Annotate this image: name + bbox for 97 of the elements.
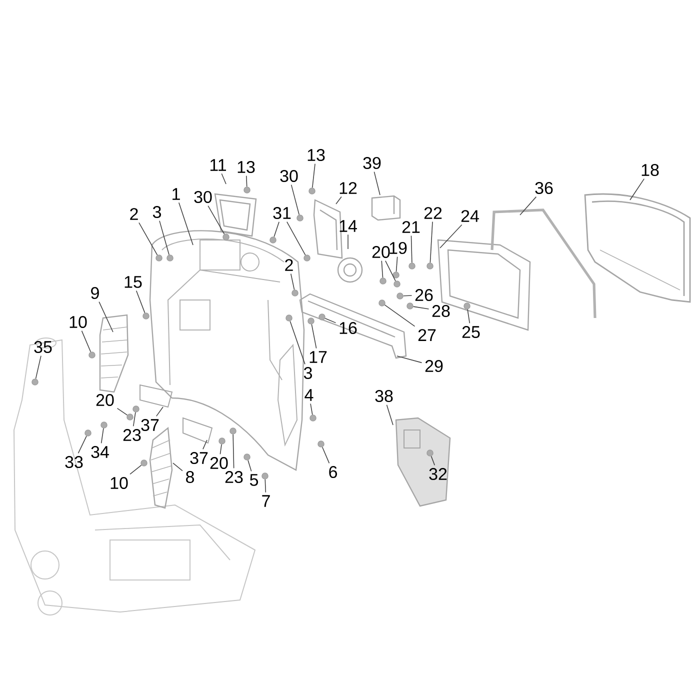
callout-number: 35	[34, 341, 52, 353]
callout-number: 32	[429, 468, 447, 480]
callout-number: 8	[186, 471, 194, 484]
leader-line	[430, 456, 436, 466]
callout-number: 18	[642, 164, 659, 176]
callout-number: 28	[432, 305, 450, 317]
leader-line	[132, 412, 136, 427]
leader-line	[98, 301, 114, 332]
callout-number: 37	[190, 452, 208, 464]
leader-line	[290, 273, 295, 290]
leader-line	[630, 178, 645, 200]
callout-number: 25	[462, 326, 480, 338]
callout-number: 6	[329, 466, 337, 478]
leader-line	[467, 308, 470, 324]
leader-line	[35, 355, 42, 380]
callout-number: 4	[304, 389, 314, 401]
callout-number: 1	[172, 188, 180, 200]
leader-line	[381, 260, 384, 278]
leader-line	[286, 221, 306, 256]
callout-number: 11	[210, 159, 226, 171]
leader-line	[130, 464, 142, 475]
callout-number: 24	[461, 210, 479, 222]
callout-number: 36	[535, 182, 553, 194]
callout-number: 22	[424, 207, 442, 219]
leader-line	[403, 295, 412, 296]
leader-line	[520, 196, 537, 216]
leader-line	[324, 318, 336, 324]
leader-line	[440, 224, 462, 248]
callout-number: 2	[285, 259, 293, 271]
callout-number: 20	[96, 394, 114, 406]
callout-number: 33	[65, 456, 83, 468]
leader-line	[384, 304, 416, 327]
callout-number: 15	[124, 276, 142, 288]
callout-number: 30	[280, 170, 298, 182]
leader-line	[246, 175, 248, 187]
callout-number: 9	[91, 287, 99, 299]
callout-number: 38	[375, 390, 393, 402]
leader-line	[248, 460, 252, 472]
callout-number: 31	[273, 207, 291, 219]
leader-line	[232, 434, 234, 469]
leader-line	[159, 220, 170, 256]
leader-line	[430, 221, 433, 263]
leader-line	[374, 171, 380, 196]
leader-line	[156, 406, 164, 417]
leader-line	[310, 403, 313, 416]
leader-line	[336, 196, 342, 204]
callout-number: 10	[70, 316, 87, 328]
callout-number: 17	[310, 351, 327, 363]
leader-line	[396, 256, 398, 272]
leader-line	[386, 404, 394, 426]
callout-number: 2	[130, 208, 138, 220]
callout-number: 23	[123, 429, 141, 442]
leader-line	[136, 290, 146, 314]
callout-number: 10	[110, 477, 128, 490]
callout-number: 14	[340, 220, 357, 232]
leader-line	[322, 446, 330, 464]
callout-number: 39	[363, 157, 381, 169]
callout-number: 27	[418, 329, 436, 341]
callout-number: 7	[262, 495, 270, 507]
callout-number: 5	[250, 474, 258, 486]
leader-line	[202, 440, 208, 450]
leader-line	[312, 163, 316, 188]
leader-line	[81, 330, 92, 352]
leader-line	[396, 356, 422, 364]
leader-line	[138, 222, 158, 256]
leader-line	[116, 408, 128, 416]
leader-line	[290, 320, 306, 365]
leader-line	[178, 202, 194, 246]
leader-line	[172, 462, 183, 472]
callout-number: 23	[225, 471, 243, 484]
callout-number: 3	[152, 206, 161, 218]
callout-number: 21	[402, 221, 420, 233]
leader-line	[221, 173, 226, 184]
callout-number: 13	[308, 149, 325, 161]
leader-line	[311, 324, 317, 349]
callout-number: 13	[238, 161, 255, 173]
callout-number: 12	[340, 182, 357, 194]
leader-line	[220, 444, 222, 455]
callout-number: 20	[210, 457, 228, 470]
leader-line	[208, 205, 225, 234]
leader-line	[385, 260, 396, 282]
leader-line	[274, 221, 280, 238]
callout-number: 19	[390, 242, 407, 254]
leader-line	[410, 235, 412, 263]
callout-number: 3	[304, 367, 312, 380]
callout-number: 30	[194, 191, 212, 203]
callout-number: 26	[415, 289, 433, 301]
leader-line	[264, 479, 266, 493]
leader-line	[100, 428, 104, 444]
callout-number: 29	[425, 360, 443, 372]
callout-number: 34	[91, 446, 109, 458]
callout-number: 16	[340, 322, 357, 334]
callout-number: 20	[372, 246, 390, 258]
leader-line	[290, 184, 300, 216]
leader-line	[412, 306, 430, 310]
leader-line	[78, 436, 87, 454]
callout-number: 37	[141, 419, 159, 432]
